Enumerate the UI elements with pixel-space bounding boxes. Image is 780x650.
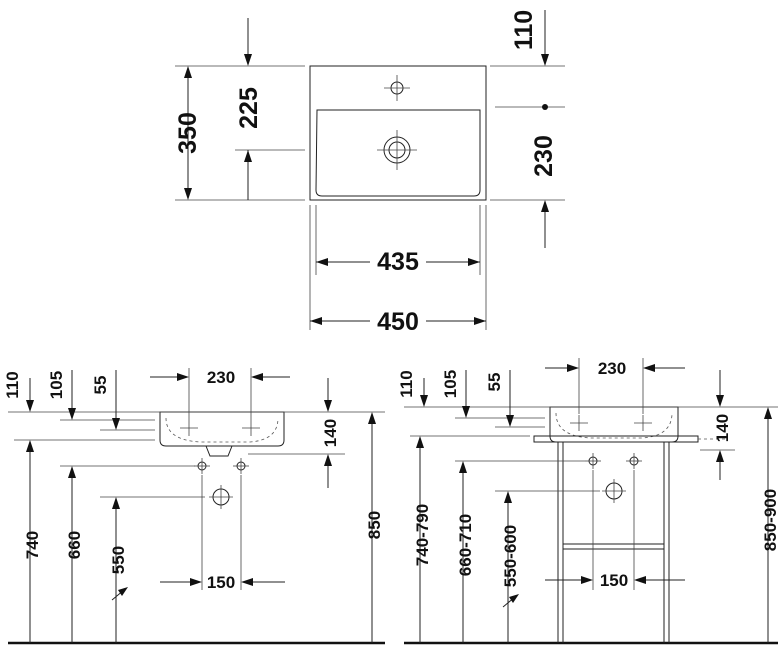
dim-140-label-left: 140 xyxy=(321,419,340,447)
supply-connections-right xyxy=(585,453,642,469)
dim-850-label-left: 850 xyxy=(365,511,384,539)
dim-230-label-right: 230 xyxy=(598,359,626,378)
dim-105-label-right: 105 xyxy=(441,370,460,398)
drain-symbol xyxy=(377,130,417,170)
basin-elevation-left xyxy=(159,411,285,447)
dim-110-label: 110 xyxy=(510,10,538,50)
top-view: 350 225 110 230 435 450 xyxy=(174,10,565,336)
dim-850-900-label-right: 850-900 xyxy=(761,489,780,551)
dim-435-label: 435 xyxy=(377,248,419,276)
dim-150-label-left: 150 xyxy=(207,573,235,592)
dim-660-label-left: 660 xyxy=(65,531,84,559)
dim-660-710-label-right: 660-710 xyxy=(456,514,475,576)
tap-hole-symbol xyxy=(384,75,410,101)
dim-55-label-left: 55 xyxy=(91,376,110,395)
basin-elevation-right xyxy=(549,406,679,443)
dim-150-label-right: 150 xyxy=(600,571,628,590)
waste-connection-right xyxy=(602,479,626,503)
dim-225-label: 225 xyxy=(235,87,263,129)
dim-110-label-left: 110 xyxy=(3,371,22,398)
dim-740-790-label-right: 740-790 xyxy=(413,504,432,566)
right-elevation: 230 110 105 55 140 740-790 660-710 550-6… xyxy=(397,358,780,645)
supply-connections-left xyxy=(194,458,249,474)
left-elevation: 230 110 105 55 140 740 660 550 850 150 xyxy=(3,368,385,645)
dim-550-label-left: 550 xyxy=(109,546,128,574)
basin-stand xyxy=(557,442,670,643)
dim-105-label-left: 105 xyxy=(47,371,66,399)
dim-55-label-right: 55 xyxy=(485,373,504,392)
waste-connection-left xyxy=(209,485,233,509)
towel-rail xyxy=(533,435,699,443)
dim-110-label-right: 110 xyxy=(397,370,416,397)
dim-230-label: 230 xyxy=(530,135,558,177)
basin-bowl-plan xyxy=(315,109,481,197)
basin-outline-plan xyxy=(309,65,487,201)
dim-350-label: 350 xyxy=(174,112,202,154)
dim-230-label-left: 230 xyxy=(207,368,235,387)
dim-550-600-label-right: 550-600 xyxy=(501,525,520,587)
dim-140-label-right: 140 xyxy=(713,414,732,442)
dim-740-label-left: 740 xyxy=(23,531,42,559)
dim-450-label: 450 xyxy=(377,308,419,336)
